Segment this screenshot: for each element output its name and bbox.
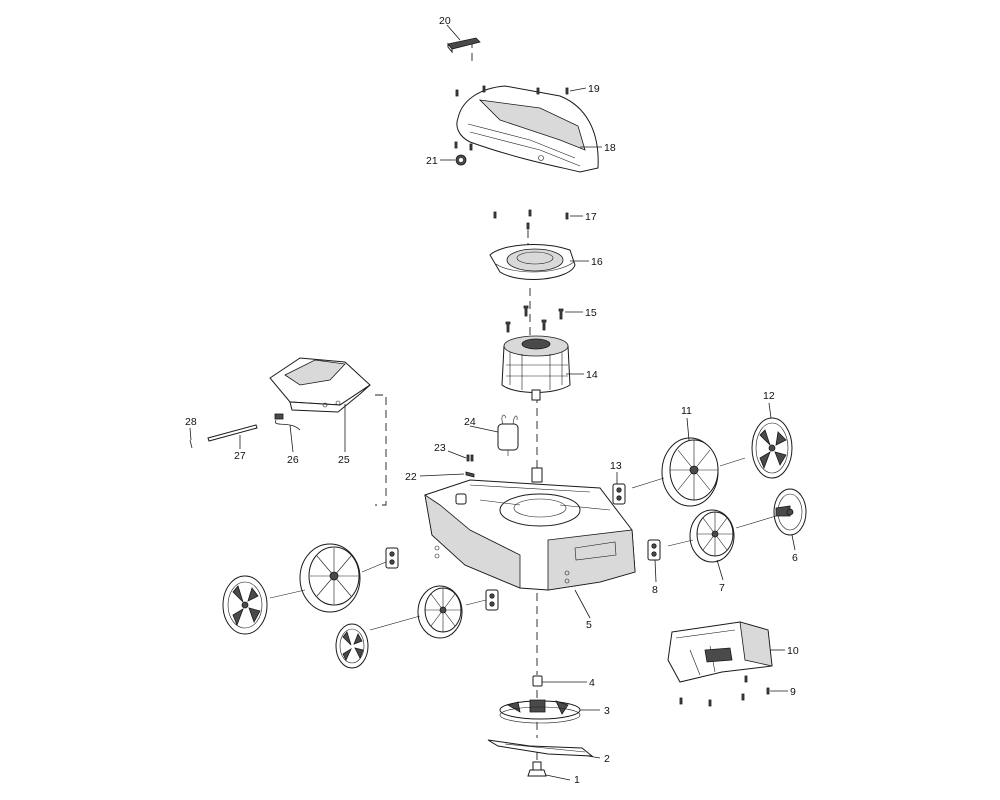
part-28-pin	[189, 439, 193, 449]
label-part-21: 21	[426, 155, 438, 167]
part-6-hubcap	[773, 488, 807, 536]
part-3-fan	[499, 699, 581, 724]
part-18-top-cover	[456, 85, 599, 173]
part-1-bolt	[527, 761, 547, 777]
part-20-clip	[447, 37, 481, 54]
label-part-4: 4	[589, 677, 595, 689]
label-part-5: 5	[586, 619, 592, 631]
label-part-17: 17	[585, 211, 597, 223]
label-part-12: 12	[763, 390, 775, 402]
label-part-16: 16	[591, 256, 603, 268]
part-23-screws	[466, 454, 474, 462]
label-part-20: 20	[439, 15, 451, 27]
part-21-knob	[455, 154, 467, 166]
part-10-rear-flap	[667, 621, 773, 683]
part-13-axle-bracket	[612, 483, 626, 505]
label-part-2: 2	[604, 753, 610, 765]
left-front-hubcap	[335, 623, 369, 669]
part-11-rear-wheel	[661, 437, 719, 507]
label-part-22: 22	[405, 471, 417, 483]
label-part-7: 7	[719, 582, 725, 594]
part-16-motor-cover	[489, 244, 576, 280]
leader-lines	[189, 24, 796, 781]
label-part-15: 15	[585, 307, 597, 319]
part-5-housing	[424, 467, 636, 591]
left-axle-brackets	[385, 547, 499, 611]
left-rear-wheel	[299, 543, 361, 613]
part-2-blade	[487, 739, 594, 757]
label-part-9: 9	[790, 686, 796, 698]
label-part-8: 8	[652, 584, 658, 596]
left-front-wheel	[417, 585, 463, 639]
part-27-rod	[207, 424, 258, 442]
label-part-13: 13	[610, 460, 622, 472]
label-part-24: 24	[464, 416, 476, 428]
part-17-screws	[493, 209, 569, 230]
label-part-1: 1	[574, 774, 580, 786]
label-part-19: 19	[588, 83, 600, 95]
part-22-pin	[465, 471, 475, 478]
part-24-capacitor	[497, 414, 519, 456]
label-part-25: 25	[338, 454, 350, 466]
part-8-axle-bracket	[647, 539, 661, 561]
part-14-motor	[501, 335, 571, 401]
label-part-28: 28	[185, 416, 197, 428]
part-15-screws	[505, 305, 564, 333]
label-part-14: 14	[586, 369, 598, 381]
part-19-screws	[454, 85, 569, 151]
part-12-hubcap	[751, 417, 793, 479]
part-25-grassbox-lid	[269, 357, 371, 413]
label-part-10: 10	[787, 645, 799, 657]
part-9-screws	[679, 675, 770, 707]
label-part-27: 27	[234, 450, 246, 462]
left-rear-hubcap	[222, 575, 268, 635]
label-part-26: 26	[287, 454, 299, 466]
label-part-3: 3	[604, 705, 610, 717]
part-26-spring	[274, 413, 301, 431]
label-part-11: 11	[681, 405, 692, 417]
part-7-front-wheel	[689, 509, 735, 563]
label-part-23: 23	[434, 442, 446, 454]
label-part-18: 18	[604, 142, 616, 154]
part-labels: 1 2 3 4 5 6 7 8 9 10 11 12 13 14 15 16 1…	[185, 15, 799, 786]
part-4-nut	[532, 675, 543, 687]
label-part-6: 6	[792, 552, 798, 564]
